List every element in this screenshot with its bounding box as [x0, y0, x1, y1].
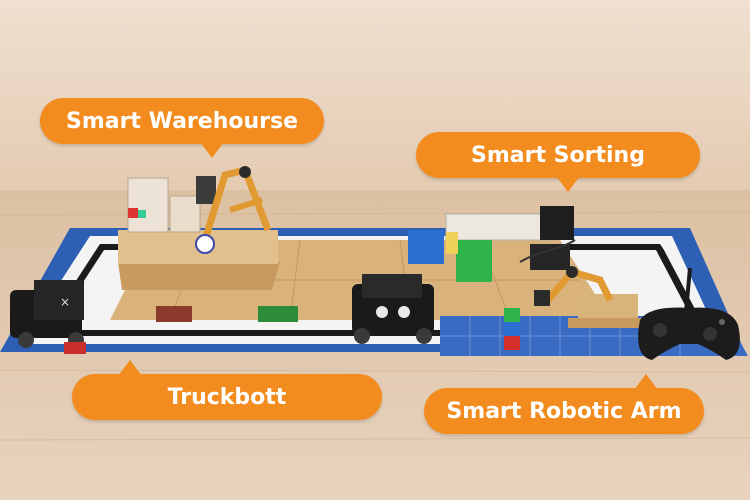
callout-label: Smart Robotic Arm: [446, 398, 682, 424]
smart-sorting-model: [382, 206, 576, 288]
callout-label: Truckbott: [167, 384, 287, 410]
callout-smart-sorting: Smart Sorting: [416, 132, 700, 192]
callout-pointer: [118, 360, 142, 376]
red-slot: [156, 306, 192, 322]
gamepad-controller: [638, 267, 740, 360]
callout-truckbott: Truckbott: [72, 360, 382, 420]
callout-smart-warehouse: Smart Warehourse: [40, 98, 324, 158]
callout-pointer: [556, 176, 580, 192]
robotic-arm-model: [504, 266, 648, 350]
truckbot-left: ×: [10, 280, 86, 354]
callout-label: Smart Sorting: [471, 142, 645, 168]
callout-pointer: [634, 374, 658, 390]
svg-text:×: ×: [60, 295, 70, 309]
callout-label: Smart Warehourse: [65, 108, 299, 134]
callout-pointer: [200, 142, 224, 158]
smart-warehouse-model: [118, 165, 280, 290]
callout-smart-robotic-arm: Smart Robotic Arm: [424, 374, 704, 434]
truckbot-center: [352, 274, 434, 344]
green-slot: [258, 306, 298, 322]
